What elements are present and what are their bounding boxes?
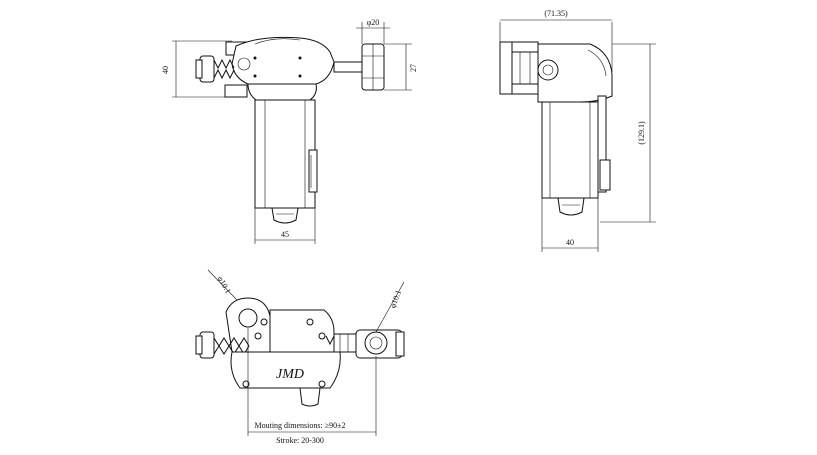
side-dim-overall-height: (129.1) (637, 121, 646, 145)
mounting-dimensions: Mouting dimensions: ≥90±2 (254, 421, 345, 430)
side-view: (71.35) (129.1) 40 (499, 9, 656, 252)
front-dim-width: 45 (281, 230, 289, 239)
front-dim-shaft-diameter: φ20 (367, 18, 380, 27)
front-dim-shaft-height: 27 (409, 64, 418, 72)
front-dim-height: 40 (161, 66, 170, 74)
side-dim-overall-width: (71.35) (544, 9, 568, 18)
bottom-view: φ10.1 φ10.1 JMD (195, 269, 405, 445)
front-view: 40 φ2 (161, 18, 418, 244)
bottom-dim-right-hole: φ10.1 (388, 289, 403, 310)
brand-logo: JMD (276, 367, 304, 382)
stroke-range: Stroke: 20-300 (276, 436, 324, 445)
bottom-dim-left-hole: φ10.1 (216, 274, 233, 295)
side-dim-body-width: 40 (566, 238, 574, 247)
